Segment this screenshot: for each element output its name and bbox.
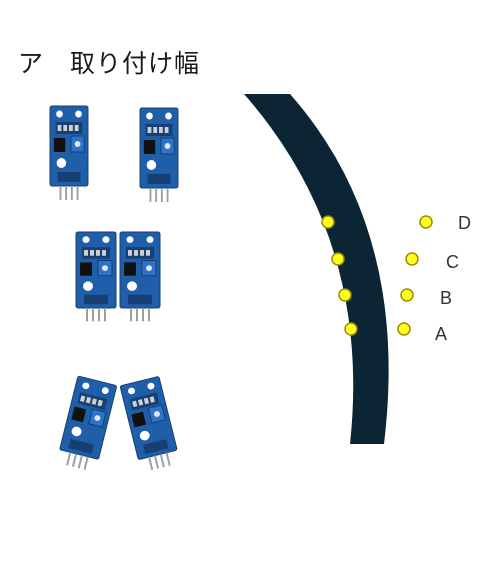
sensor-board xyxy=(119,231,161,322)
track-point xyxy=(400,288,414,302)
point-label-a: A xyxy=(435,324,447,344)
track-point xyxy=(321,215,335,229)
sensor-board xyxy=(75,231,117,322)
diagram-title: ア 取り付け幅 xyxy=(18,49,201,78)
sensor-board xyxy=(119,375,181,474)
track-point xyxy=(338,288,352,302)
point-label-d: D xyxy=(458,213,471,233)
point-label-c: C xyxy=(446,252,459,272)
track-point xyxy=(419,215,433,229)
track-curve xyxy=(244,94,389,444)
sensor-board xyxy=(55,375,118,473)
track-point xyxy=(344,322,358,336)
track-point xyxy=(405,252,419,266)
track-point xyxy=(331,252,345,266)
sensor-board xyxy=(49,105,89,201)
sensor-group-narrow xyxy=(75,231,161,322)
point-label-b: B xyxy=(440,288,452,308)
sensor-board xyxy=(139,107,179,203)
track-points-inner xyxy=(321,215,358,336)
track-point xyxy=(397,322,411,336)
track-points-outer xyxy=(397,215,433,336)
sensor-group-wide xyxy=(49,105,179,203)
sensor-group-angled xyxy=(55,375,181,474)
